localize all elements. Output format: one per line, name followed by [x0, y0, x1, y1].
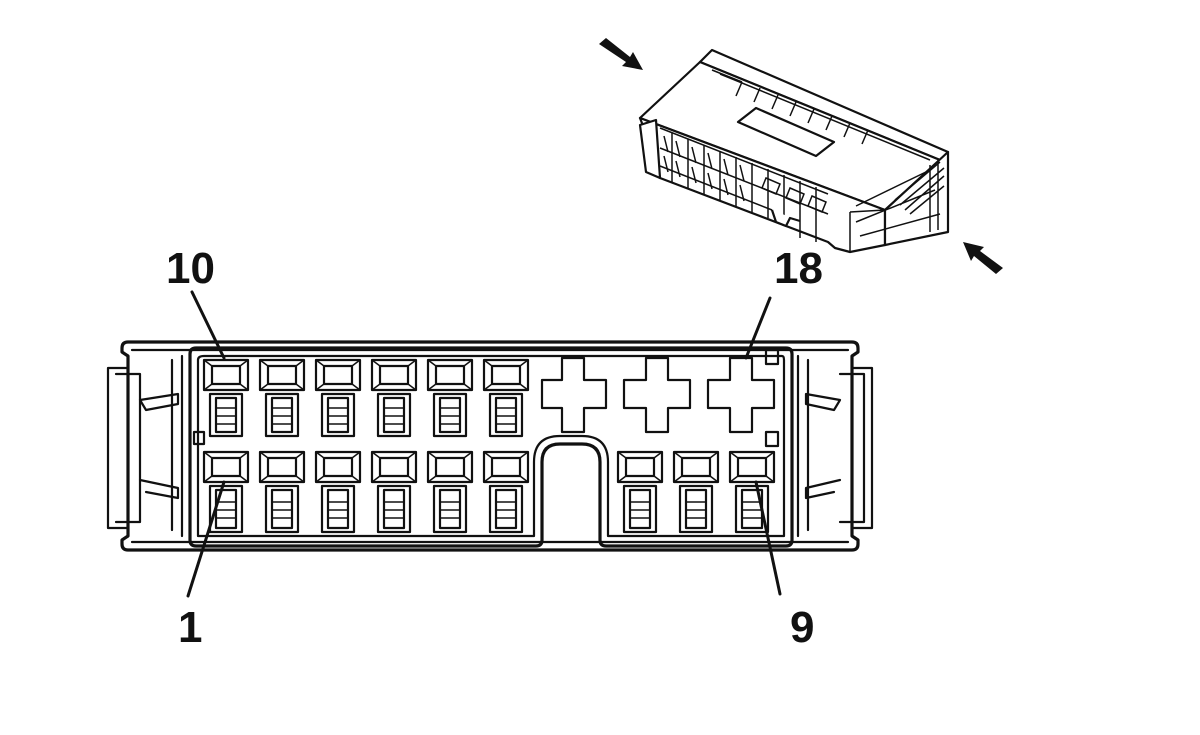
cross-cavity-2 [622, 356, 692, 434]
cavity-bottom-6 [482, 450, 530, 534]
bottom-row-cavities [202, 450, 776, 534]
leader-line-9 [754, 480, 782, 596]
pin-label-1: 1 [178, 603, 202, 652]
cavity-bottom-9 [728, 450, 776, 534]
cavity-top-3 [314, 358, 362, 438]
cross-cavity-3 [706, 356, 776, 434]
cross-cavity-1 [540, 356, 608, 434]
cavity-top-5 [426, 358, 474, 438]
leader-line-1 [186, 480, 226, 598]
top-row-cavities [202, 356, 776, 438]
cavity-top-1 [202, 358, 250, 438]
pin-label-10: 10 [166, 244, 215, 293]
leader-line-18 [744, 296, 772, 360]
cavity-bottom-1 [202, 450, 250, 534]
cavity-top-2 [258, 358, 306, 438]
cavity-bottom-4 [370, 450, 418, 534]
cavity-top-4 [370, 358, 418, 438]
cavity-top-6 [482, 358, 530, 438]
pin-label-9: 9 [790, 603, 814, 652]
bottom-right-arrow [963, 242, 1003, 274]
cavity-bottom-7 [616, 450, 664, 534]
top-left-arrow [599, 38, 643, 70]
cavity-bottom-5 [426, 450, 474, 534]
cavity-bottom-3 [314, 450, 362, 534]
connector-face-view [106, 290, 874, 598]
leader-line-10 [190, 290, 226, 360]
cavity-bottom-2 [258, 450, 306, 534]
pin-label-18: 18 [774, 244, 823, 293]
cavity-bottom-8 [672, 450, 720, 534]
connector-3d-view [599, 38, 1003, 274]
